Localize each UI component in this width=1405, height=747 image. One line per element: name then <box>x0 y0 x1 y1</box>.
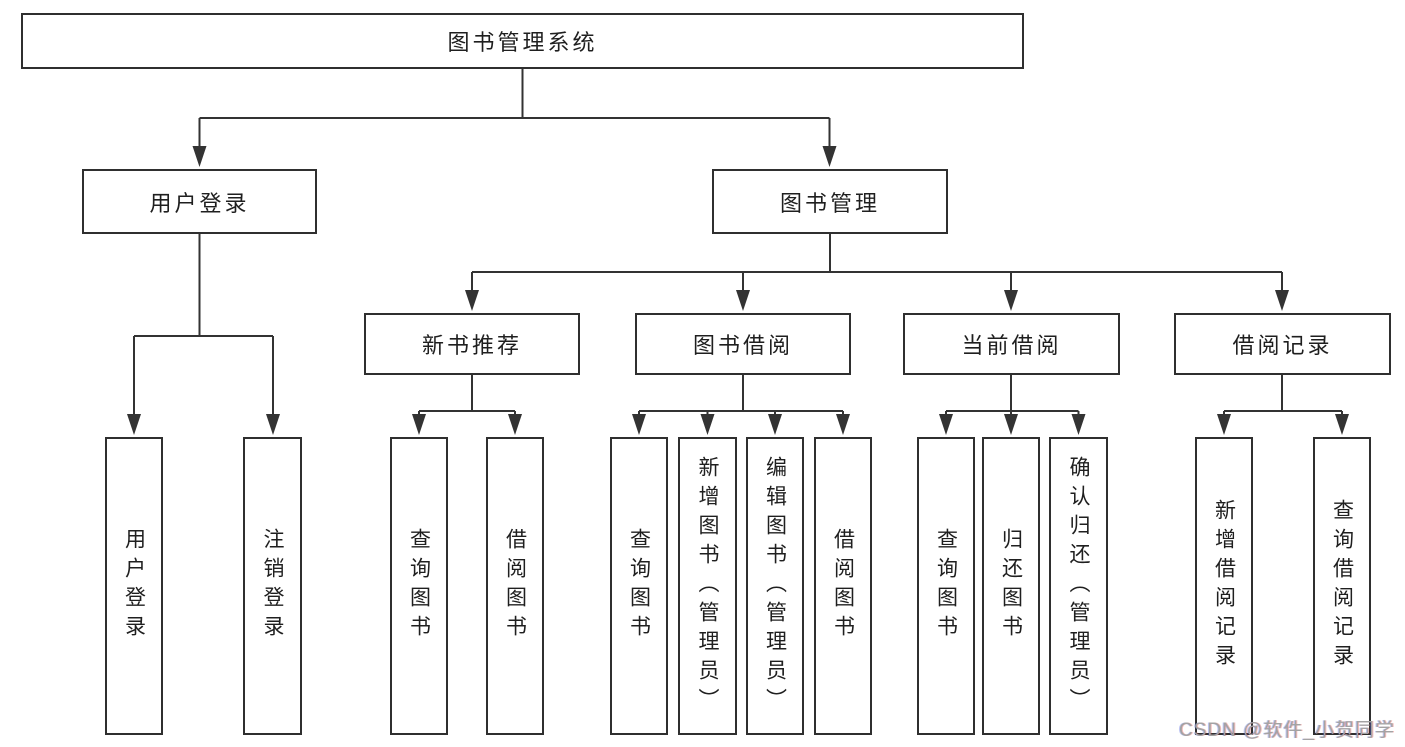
node-library-system: 图书管理系统 <box>21 13 1024 69</box>
node-book-borrow: 图书借阅 <box>635 313 851 375</box>
node-new-book-recommend: 新书推荐 <box>364 313 580 375</box>
node-new-book-recommend-label: 新书推荐 <box>421 333 522 358</box>
node-book-borrow-label: 图书借阅 <box>692 333 793 358</box>
leaf-borrow-query-books-label: 查询图书 <box>627 528 651 644</box>
leaf-user-login-label: 用户登录 <box>122 528 146 644</box>
leaf-records-add-record: 新增借阅记录 <box>1195 437 1253 735</box>
leaf-borrow-query-books: 查询图书 <box>610 437 668 735</box>
leaf-newbooks-query-books-label: 查询图书 <box>407 528 431 644</box>
node-library-system-label: 图书管理系统 <box>447 30 598 55</box>
leaf-records-query-record: 查询借阅记录 <box>1313 437 1371 735</box>
node-borrow-records-label: 借阅记录 <box>1232 333 1333 358</box>
leaf-current-query-books: 查询图书 <box>917 437 975 735</box>
node-book-management-label: 图书管理 <box>779 190 880 216</box>
leaf-current-query-books-label: 查询图书 <box>934 528 958 644</box>
leaf-borrow-add-books-admin-label: 新增图书（管理员） <box>696 455 719 717</box>
node-user-login: 用户登录 <box>82 169 317 234</box>
leaf-borrow-add-books-admin: 新增图书（管理员） <box>678 437 737 735</box>
node-user-login-label: 用户登录 <box>149 190 250 216</box>
leaf-records-query-record-label: 查询借阅记录 <box>1330 499 1354 673</box>
leaf-current-confirm-return-admin-label: 确认归还（管理员） <box>1067 455 1090 717</box>
node-borrow-records: 借阅记录 <box>1174 313 1391 375</box>
arrowheads <box>127 146 1349 435</box>
leaf-logout: 注销登录 <box>243 437 302 735</box>
leaf-borrow-borrow-books: 借阅图书 <box>814 437 872 735</box>
leaf-logout-label: 注销登录 <box>261 528 284 644</box>
node-current-borrow: 当前借阅 <box>903 313 1120 375</box>
leaf-current-return-books: 归还图书 <box>982 437 1040 735</box>
leaf-current-confirm-return-admin: 确认归还（管理员） <box>1049 437 1108 735</box>
leaf-current-return-books-label: 归还图书 <box>999 528 1023 644</box>
node-current-borrow-label: 当前借阅 <box>961 333 1062 358</box>
leaf-records-add-record-label: 新增借阅记录 <box>1212 499 1236 673</box>
leaf-user-login: 用户登录 <box>105 437 163 735</box>
leaf-newbooks-query-books: 查询图书 <box>390 437 448 735</box>
node-book-management: 图书管理 <box>712 169 948 234</box>
leaf-newbooks-borrow-books: 借阅图书 <box>486 437 544 735</box>
csdn-watermark: CSDN @软件_小贺同学 <box>1179 720 1395 741</box>
leaf-newbooks-borrow-books-label: 借阅图书 <box>503 528 527 644</box>
leaf-borrow-edit-books-admin: 编辑图书（管理员） <box>746 437 804 735</box>
leaf-borrow-edit-books-admin-label: 编辑图书（管理员） <box>763 455 787 717</box>
leaf-borrow-borrow-books-label: 借阅图书 <box>831 528 855 644</box>
